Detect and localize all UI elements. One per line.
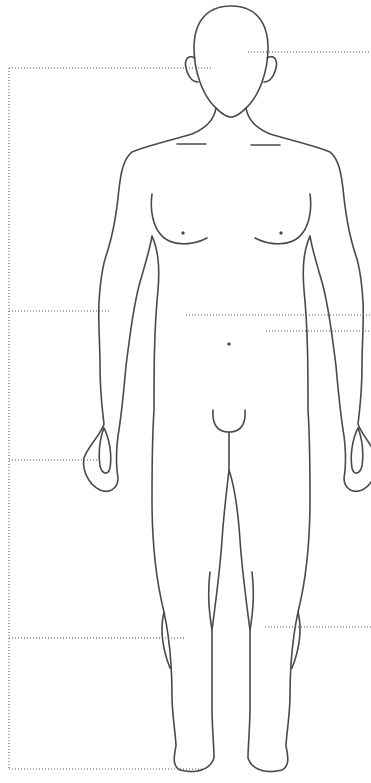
left-thumb-outline xyxy=(99,428,111,473)
head-outline xyxy=(194,6,268,117)
right-pectoral xyxy=(255,194,311,244)
measurement-leaders xyxy=(9,52,371,770)
right-nipple xyxy=(279,231,282,234)
right-thumb-outline xyxy=(351,428,363,473)
left-nipple xyxy=(181,231,184,234)
body-outline xyxy=(84,6,371,772)
left-pectoral xyxy=(151,194,207,244)
right-body-silhouette xyxy=(229,108,371,772)
navel xyxy=(227,342,230,345)
groin-outline xyxy=(213,410,245,432)
left-knee-inner xyxy=(209,572,212,630)
left-body-silhouette xyxy=(84,108,229,772)
right-knee-inner xyxy=(250,572,253,630)
